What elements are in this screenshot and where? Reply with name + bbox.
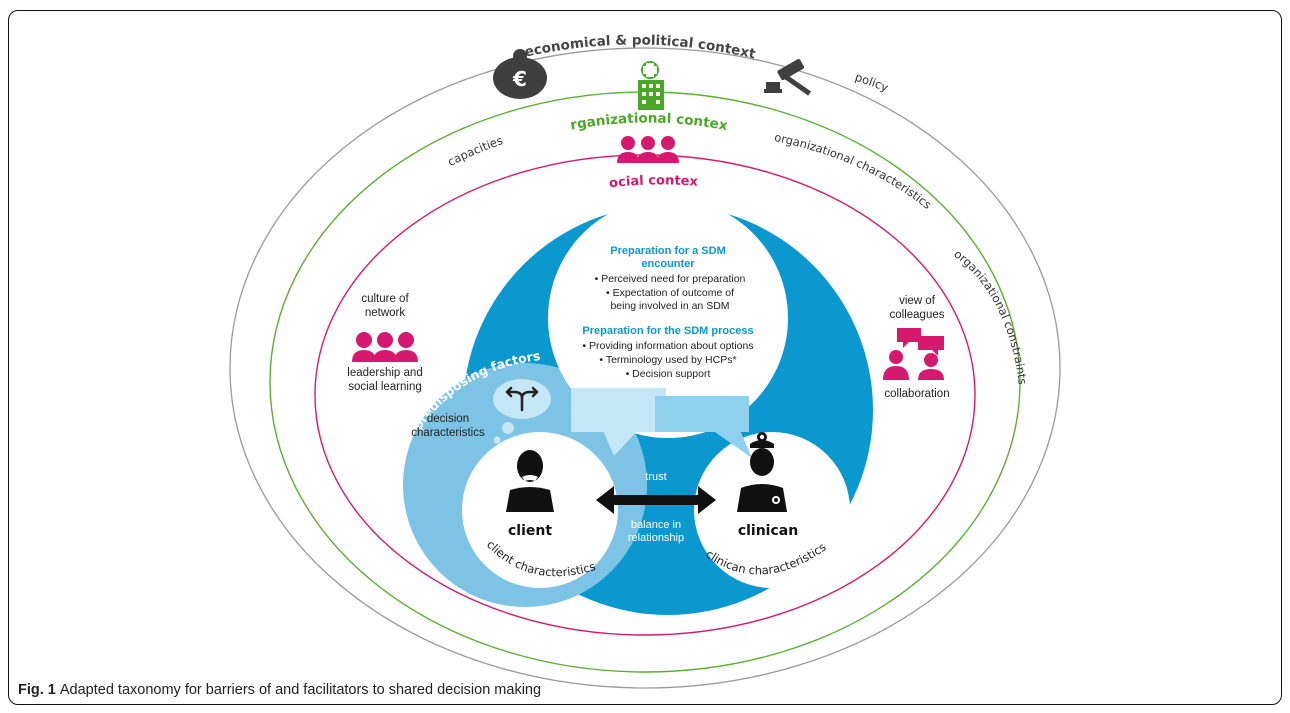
decision-characteristics-line2: characteristics <box>411 427 485 439</box>
view-of-colleagues-line2: colleagues <box>890 309 945 321</box>
culture-network-people-icon <box>352 332 418 362</box>
figure-caption-text: Adapted taxonomy for barriers of and fac… <box>59 682 542 698</box>
client-speech-bubble <box>571 388 666 456</box>
social-context-title: social context <box>0 0 699 191</box>
culture-of-network-line1: culture of <box>361 293 409 305</box>
prep-encounter-item2-line2: being involved in an SDM <box>610 300 729 312</box>
capacities-label: capacities <box>445 133 504 169</box>
prep-encounter-item1: • Perceived need for preparation <box>595 273 746 285</box>
balance-line1: balance in <box>631 519 681 531</box>
clinician-speech-bubble <box>655 396 752 458</box>
prep-encounter-title-line1: Preparation for a SDM <box>610 245 726 257</box>
fork-arrow-icon <box>505 386 539 412</box>
prep-encounter-item2-line1: • Expectation of outcome of <box>606 287 734 299</box>
culture-of-network-line2: network <box>365 307 406 319</box>
client-person-icon <box>506 450 554 512</box>
prep-encounter-title-line2: encounter <box>641 258 695 270</box>
organizational-context-title: organizational context <box>0 0 729 134</box>
gavel-icon <box>764 59 812 96</box>
organizational-characteristics-label: organizational characteristics <box>773 130 934 212</box>
trust-label: trust <box>645 471 666 483</box>
economical-context-ring <box>229 47 1061 689</box>
hospital-icon <box>638 61 664 110</box>
prep-process-item1: • Providing information about options <box>582 340 753 352</box>
leadership-line1: leadership and <box>347 367 422 379</box>
doctor-icon <box>737 432 787 512</box>
prep-process-item3: • Decision support <box>626 368 711 380</box>
policy-label: policy <box>853 70 890 95</box>
economical-context-title: economical & political context <box>523 32 757 62</box>
balance-line2: relationship <box>628 532 684 544</box>
decision-characteristics-line1: decision <box>427 413 469 425</box>
clinician-label: clinican <box>738 523 798 539</box>
svg-text:€: € <box>512 67 527 91</box>
client-clinician-double-arrow <box>596 486 716 514</box>
organizational-constraints-label: organizational constraints <box>951 247 1029 386</box>
preparation-circle <box>548 198 788 438</box>
leadership-line2: social learning <box>348 381 422 393</box>
prep-process-item2: • Terminology used by HCPs* <box>599 354 736 366</box>
colleagues-icon <box>883 328 944 380</box>
money-bag-icon: € <box>493 49 547 99</box>
people-group-icon <box>617 136 679 163</box>
view-of-colleagues-line1: view of <box>899 295 936 307</box>
client-label: client <box>508 523 552 539</box>
figure-caption-label: Fig. 1 <box>18 682 56 698</box>
collaboration-label: collaboration <box>884 388 949 400</box>
prep-process-title: Preparation for the SDM process <box>582 325 753 337</box>
